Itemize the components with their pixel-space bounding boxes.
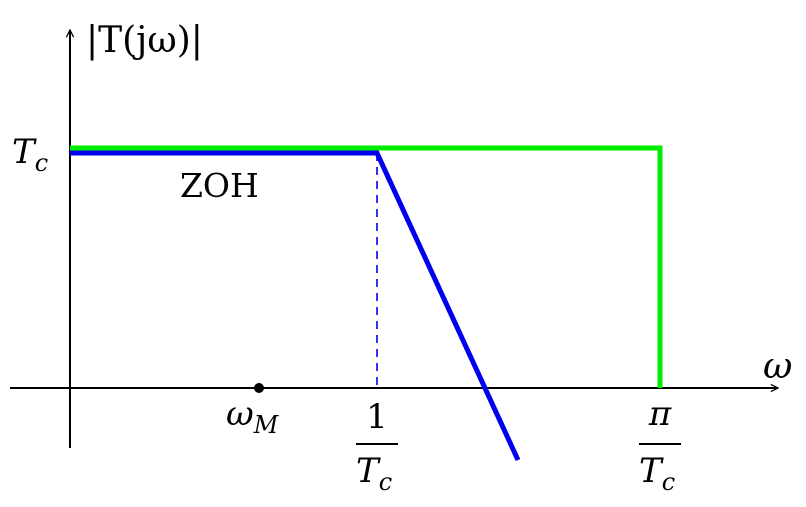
freq-pi-over-tc-label: π Tc (639, 394, 681, 496)
ideal-response-curve (70, 145, 663, 388)
freq-pi-denominator: Tc (639, 451, 675, 496)
freq-pi-numerator: π (648, 394, 672, 434)
omega-m-label: ωM (226, 394, 280, 439)
omega-m-point (254, 383, 264, 393)
y-axis-label: |T(jω)| (86, 20, 203, 61)
zoh-label: ZOH (180, 166, 259, 205)
x-axis-label: ω (763, 346, 792, 387)
freq-1-denominator: Tc (356, 451, 392, 496)
freq-1-numerator: 1 (366, 397, 388, 437)
y-tick-label: Tc (12, 132, 48, 177)
zoh-response-curve (70, 150, 521, 462)
freq-one-over-tc-label: 1 Tc (356, 397, 398, 496)
